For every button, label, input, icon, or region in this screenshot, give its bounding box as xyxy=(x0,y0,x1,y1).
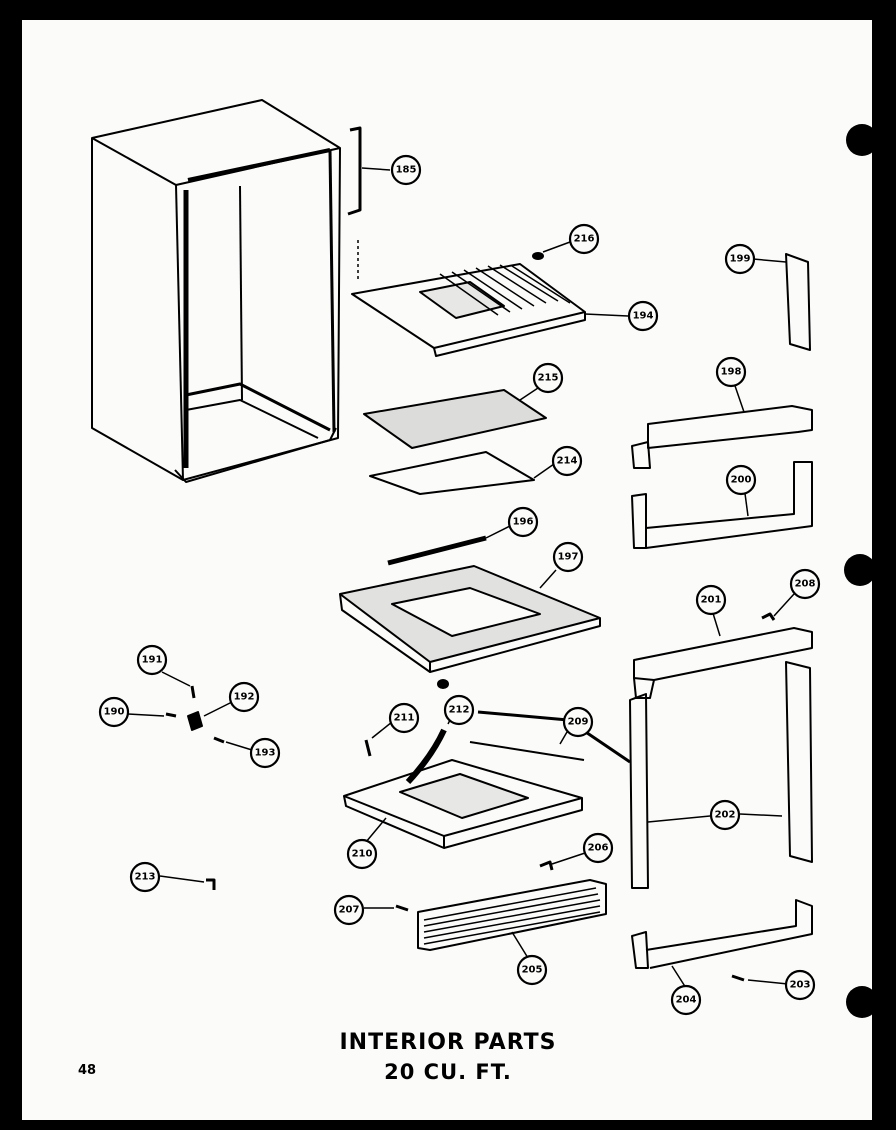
callout-216: 216 xyxy=(568,223,600,255)
callout-215: 215 xyxy=(532,362,564,394)
svg-text:198: 198 xyxy=(721,367,742,378)
callout-211: 211 xyxy=(388,702,420,734)
svg-text:215: 215 xyxy=(538,373,559,384)
part-207-clip xyxy=(395,904,409,912)
svg-text:212: 212 xyxy=(449,705,470,716)
part-204-door-shelf xyxy=(631,899,813,969)
callout-185: 185 xyxy=(390,154,422,186)
svg-text:192: 192 xyxy=(234,692,255,703)
part-196-strip xyxy=(387,535,487,566)
part-198-door-shelf xyxy=(631,405,813,469)
part-185-bracket xyxy=(347,126,362,216)
part-203-screw xyxy=(731,974,745,982)
svg-text:201: 201 xyxy=(701,595,722,606)
callout-213: 213 xyxy=(129,861,161,893)
callout-196: 196 xyxy=(507,506,539,538)
part-201-door-rail xyxy=(633,627,813,699)
callout-210: 210 xyxy=(346,838,378,870)
callout-group: 185 216 199 194 215 198 214 200 196 197 … xyxy=(98,154,821,1016)
svg-text:197: 197 xyxy=(558,552,579,563)
callout-207: 207 xyxy=(333,894,365,926)
part-209-rod xyxy=(469,710,631,764)
part-190-193-hardware xyxy=(165,685,225,744)
part-216-plug xyxy=(532,252,544,260)
svg-text:210: 210 xyxy=(352,849,373,860)
part-197-frame xyxy=(339,565,601,689)
svg-text:191: 191 xyxy=(142,655,163,666)
callout-203: 203 xyxy=(784,969,816,1001)
callout-205: 205 xyxy=(516,954,548,986)
callout-214: 214 xyxy=(551,445,583,477)
binder-holes xyxy=(844,124,878,1018)
svg-text:204: 204 xyxy=(676,995,697,1006)
callout-197: 197 xyxy=(552,541,584,573)
svg-text:216: 216 xyxy=(574,234,595,245)
part-206-clip xyxy=(539,860,554,871)
cabinet-liner xyxy=(91,99,341,483)
diagram-title: INTERIOR PARTS xyxy=(339,1030,557,1055)
callout-206: 206 xyxy=(582,832,614,864)
svg-text:190: 190 xyxy=(104,707,125,718)
svg-text:208: 208 xyxy=(795,579,816,590)
svg-text:205: 205 xyxy=(522,965,543,976)
callout-199: 199 xyxy=(724,243,756,275)
callout-193: 193 xyxy=(249,737,281,769)
callout-202: 202 xyxy=(709,799,741,831)
svg-text:213: 213 xyxy=(135,872,156,883)
callout-190: 190 xyxy=(98,696,130,728)
callout-191: 191 xyxy=(136,644,168,676)
part-194-shelf xyxy=(351,263,586,357)
part-200-door-bin xyxy=(631,461,813,549)
svg-text:206: 206 xyxy=(588,843,609,854)
svg-text:193: 193 xyxy=(255,748,276,759)
svg-text:196: 196 xyxy=(513,517,534,528)
svg-text:207: 207 xyxy=(339,905,360,916)
diagram-subtitle: 20 CU. FT. xyxy=(384,1060,512,1084)
callout-212: 212 xyxy=(443,694,475,726)
svg-text:209: 209 xyxy=(568,717,589,728)
svg-text:202: 202 xyxy=(715,810,736,821)
part-202-door-liners xyxy=(629,661,813,889)
callout-198: 198 xyxy=(715,356,747,388)
callout-204: 204 xyxy=(670,984,702,1016)
svg-text:185: 185 xyxy=(396,165,417,176)
callout-192: 192 xyxy=(228,681,260,713)
callout-201: 201 xyxy=(695,584,727,616)
part-215-insulation xyxy=(363,389,547,449)
part-205-grille xyxy=(417,879,607,951)
callout-200: 200 xyxy=(725,464,757,496)
callout-194: 194 xyxy=(627,300,659,332)
callout-209: 209 xyxy=(562,706,594,738)
callout-208: 208 xyxy=(789,568,821,600)
part-213-bracket xyxy=(206,878,216,890)
svg-text:203: 203 xyxy=(790,980,811,991)
part-214-plate xyxy=(369,451,535,495)
svg-text:199: 199 xyxy=(730,254,751,265)
svg-text:214: 214 xyxy=(557,456,578,467)
part-199-panel xyxy=(785,253,811,351)
svg-text:211: 211 xyxy=(394,713,415,724)
svg-text:194: 194 xyxy=(633,311,654,322)
part-211-pin xyxy=(364,739,372,757)
page-number: 48 xyxy=(78,1063,97,1078)
svg-text:200: 200 xyxy=(731,475,752,486)
part-212-tube xyxy=(405,728,447,785)
part-210-tray xyxy=(343,759,583,849)
part-208-clip xyxy=(761,612,776,621)
